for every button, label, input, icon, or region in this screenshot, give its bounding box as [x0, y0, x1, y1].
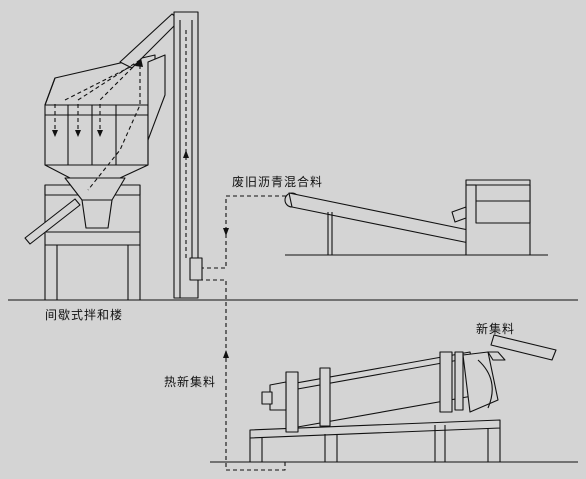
hot-new-aggregate-label: 热新集料 — [164, 375, 217, 389]
drum-dryer — [249, 351, 506, 462]
batch-plant-label: 间歇式拌和楼 — [45, 308, 124, 322]
internal-flow-arrows — [52, 58, 143, 137]
old-asphalt-mix-label: 废旧沥青混合料 — [232, 175, 324, 189]
rap-flow-dashes — [202, 195, 286, 269]
hot-elevator — [173, 11, 203, 299]
rap-flow-arrow — [223, 228, 229, 236]
hot-aggregate-flow-dashes — [202, 279, 286, 471]
hot-aggregate-flow-arrow — [223, 350, 229, 358]
elevator-flow-arrow — [183, 150, 189, 158]
batch-plant — [24, 13, 181, 300]
rap-conveyor — [284, 192, 479, 255]
rap-bin — [451, 179, 531, 256]
new-aggregate-label: 新集料 — [476, 322, 516, 336]
new-aggregate-chute — [490, 334, 557, 361]
